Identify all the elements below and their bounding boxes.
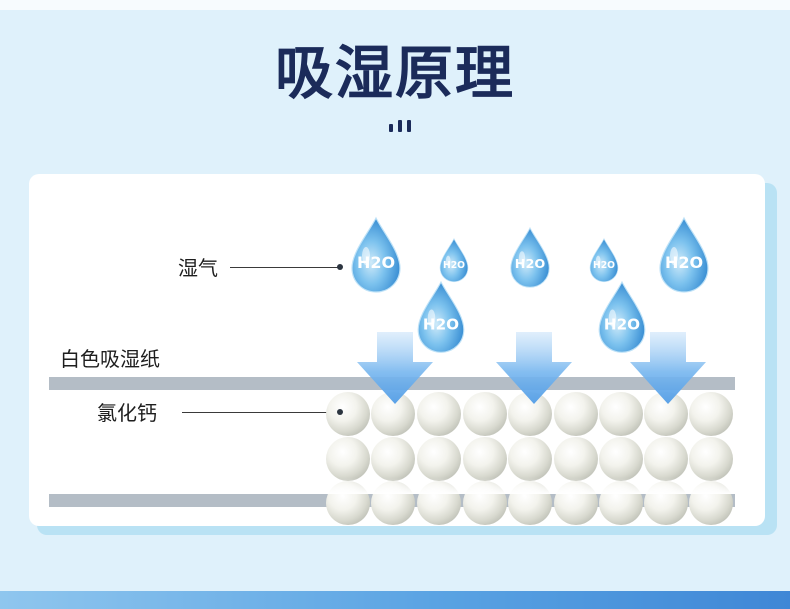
drop-label: H2O bbox=[604, 316, 640, 334]
calcium-chloride-ball-icon bbox=[689, 437, 733, 481]
calcium-chloride-ball-icon bbox=[371, 437, 415, 481]
calcium-chloride-ball-icon bbox=[463, 392, 507, 436]
calcium-chloride-ball-icon bbox=[417, 392, 461, 436]
absorption-arrows bbox=[357, 332, 706, 404]
bottom-strip bbox=[0, 591, 790, 609]
moisture-pointer-dot bbox=[337, 264, 343, 270]
water-drop-icon: H2O bbox=[417, 280, 465, 353]
moisture-pointer-line bbox=[230, 267, 338, 268]
drop-label: H2O bbox=[357, 253, 395, 272]
water-drop-icon: H2O bbox=[439, 238, 469, 283]
down-arrow-icon bbox=[496, 332, 572, 404]
calcium-chloride-ball-icon bbox=[508, 392, 552, 436]
calcium-chloride-ball-icon bbox=[417, 437, 461, 481]
down-arrow-icon bbox=[357, 332, 433, 404]
calcium-chloride-ball-icon bbox=[554, 437, 598, 481]
label-moisture: 湿气 bbox=[178, 256, 218, 280]
water-drop-icon: H2O bbox=[589, 238, 619, 283]
ball-fade bbox=[300, 478, 750, 494]
top-strip bbox=[0, 0, 790, 10]
water-drop-icon: H2O bbox=[659, 216, 709, 293]
calcium-pointer-line bbox=[182, 412, 338, 413]
down-arrow-icon bbox=[630, 332, 706, 404]
calcium-chloride-ball-icon bbox=[371, 392, 415, 436]
calcium-chloride-balls bbox=[326, 392, 733, 525]
calcium-chloride-ball-icon bbox=[644, 437, 688, 481]
water-drop-icon: H2O bbox=[510, 226, 550, 288]
calcium-chloride-ball-icon bbox=[326, 392, 370, 436]
calcium-chloride-ball-icon bbox=[599, 392, 643, 436]
label-paper: 白色吸湿纸 bbox=[60, 347, 160, 371]
drop-label: H2O bbox=[665, 253, 703, 272]
drop-label: H2O bbox=[515, 257, 546, 272]
calcium-chloride-ball-icon bbox=[463, 437, 507, 481]
title-decoration bbox=[388, 120, 418, 132]
calcium-chloride-ball-icon bbox=[508, 437, 552, 481]
calcium-chloride-ball-icon bbox=[689, 392, 733, 436]
page-title: 吸湿原理 bbox=[274, 39, 515, 107]
calcium-chloride-ball-icon bbox=[644, 392, 688, 436]
drop-label: H2O bbox=[593, 260, 615, 271]
calcium-chloride-ball-icon bbox=[599, 437, 643, 481]
drop-label: H2O bbox=[423, 316, 459, 334]
water-drop-icon: H2O bbox=[351, 216, 401, 293]
calcium-chloride-ball-icon bbox=[326, 437, 370, 481]
water-drop-icon: H2O bbox=[598, 280, 646, 353]
label-calcium: 氯化钙 bbox=[97, 401, 157, 425]
calcium-chloride-ball-icon bbox=[554, 392, 598, 436]
calcium-pointer-dot bbox=[337, 409, 343, 415]
drop-label: H2O bbox=[443, 260, 465, 271]
water-drops: H2O H2O H2O H2O H2O H2O H2O bbox=[351, 216, 709, 353]
